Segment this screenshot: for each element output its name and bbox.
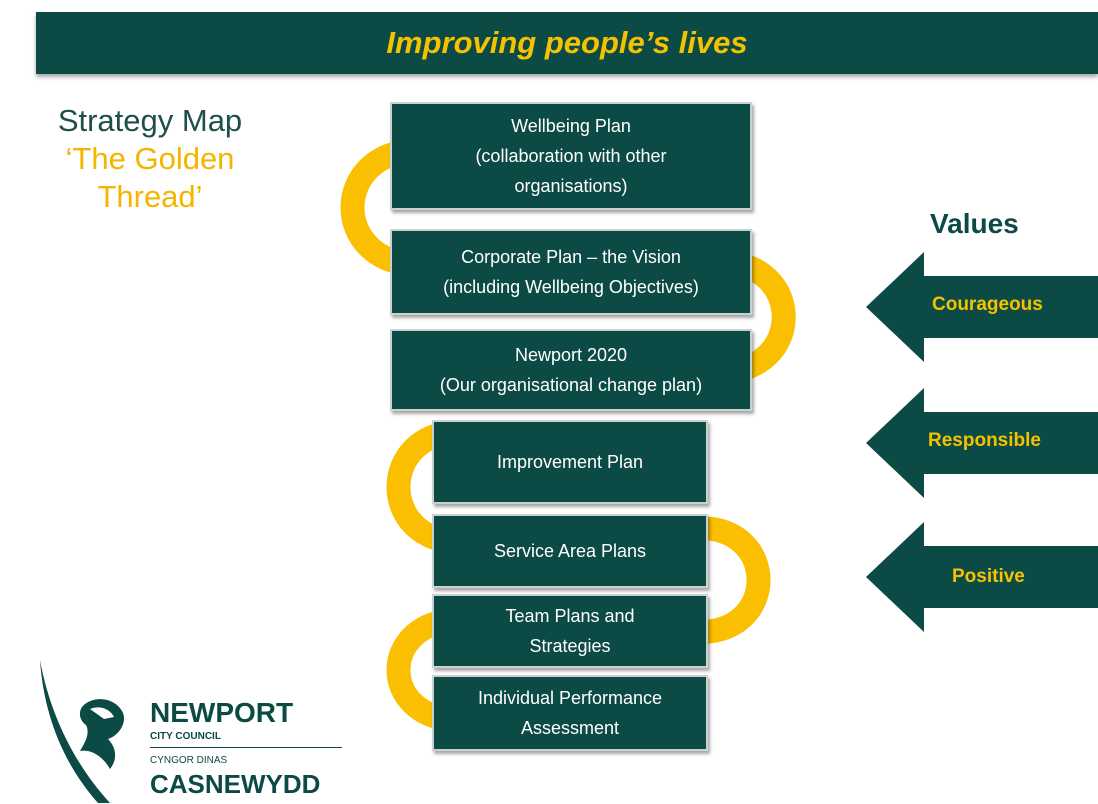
plan-line: (Our organisational change plan) xyxy=(439,375,703,395)
value-arrow-responsible xyxy=(866,388,1098,498)
value-label-positive: Positive xyxy=(952,566,1025,587)
plan-line: Strategies xyxy=(529,636,611,656)
plan-box-team: Team Plans and Strategies xyxy=(432,594,708,668)
plan-line: Team Plans and xyxy=(505,606,635,626)
plan-line: Individual Performance xyxy=(477,688,663,708)
thread-loop-4 xyxy=(699,516,771,644)
thread-loop-1 xyxy=(340,138,421,277)
value-arrow-positive xyxy=(866,522,1098,632)
newport-council-logo: NEWPORT CITY COUNCIL CYNGOR DINAS CASNEW… xyxy=(30,655,360,804)
plan-line: Corporate Plan – the Vision xyxy=(461,247,681,267)
plan-line: Service Area Plans xyxy=(493,541,647,561)
heading-line-2: ‘The Golden xyxy=(65,141,235,176)
plan-line: Newport 2020 xyxy=(514,345,628,365)
logo-welsh-name: CASNEWYDD xyxy=(150,769,321,799)
logo-welsh-sub: CYNGOR DINAS xyxy=(150,755,228,766)
plan-line: organisations) xyxy=(514,176,628,196)
values-title: Values xyxy=(930,208,1019,239)
value-arrow-courageous xyxy=(866,252,1098,362)
heading-line-3: Thread’ xyxy=(97,179,203,214)
banner-title: Improving people’s lives xyxy=(386,25,748,60)
heading-line-1: Strategy Map xyxy=(57,103,243,138)
plan-box-service-area: Service Area Plans xyxy=(432,514,708,588)
value-label-courageous: Courageous xyxy=(932,294,1043,315)
logo-divider xyxy=(150,747,342,748)
logo-sub: CITY COUNCIL xyxy=(150,731,221,742)
logo-name: NEWPORT xyxy=(150,697,294,728)
plan-box-corporate: Corporate Plan – the Vision (including W… xyxy=(390,229,752,315)
plan-line: (including Wellbeing Objectives) xyxy=(443,277,699,297)
plan-line: (collaboration with other xyxy=(475,146,667,166)
plan-line: Wellbeing Plan xyxy=(511,116,631,136)
banner: Improving people’s lives xyxy=(36,12,1098,74)
plan-box-improvement: Improvement Plan xyxy=(432,420,708,504)
dragon-emblem-icon xyxy=(40,660,125,803)
value-label-responsible: Responsible xyxy=(928,430,1041,451)
strategy-map-heading: Strategy Map ‘The Golden Thread’ xyxy=(20,102,280,216)
plan-box-wellbeing: Wellbeing Plan (collaboration with other… xyxy=(390,102,752,210)
plan-box-newport-2020: Newport 2020 (Our organisational change … xyxy=(390,329,752,411)
plan-line: Assessment xyxy=(520,718,620,738)
plan-box-individual: Individual Performance Assessment xyxy=(432,675,708,751)
plan-line: Improvement Plan xyxy=(496,452,644,472)
